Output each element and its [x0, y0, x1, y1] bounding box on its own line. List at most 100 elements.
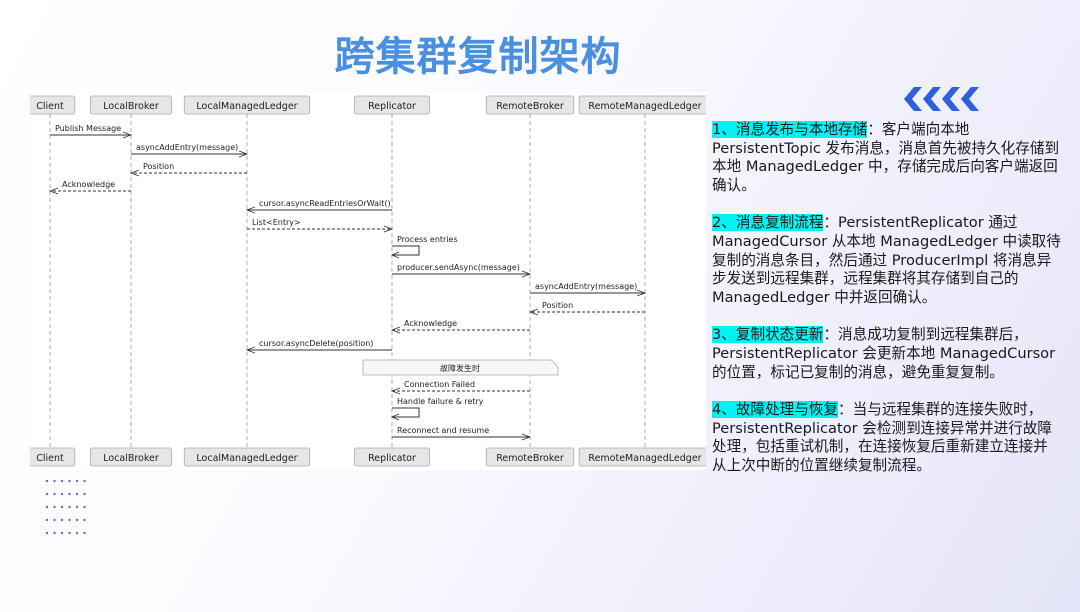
- message-label: asyncAddEntry(message): [535, 282, 637, 291]
- arrowhead: [122, 131, 133, 139]
- dot: [53, 492, 56, 496]
- point-heading: 2、消息复制流程: [712, 214, 824, 232]
- participant-footer: LocalManagedLedger: [196, 453, 297, 464]
- point-3: 3、复制状态更新：消息成功复制到远程集群后，PersistentReplicat…: [712, 326, 1062, 382]
- participant-box: [485, 95, 575, 115]
- participant-box: [354, 447, 430, 467]
- dot: [45, 505, 49, 509]
- participant-footer: Replicator: [368, 453, 416, 464]
- dot: [68, 492, 71, 496]
- message-label: cursor.asyncReadEntriesOrWait(): [259, 199, 391, 208]
- dot: [75, 479, 79, 483]
- dot: [60, 518, 64, 522]
- message-label: Publish Message: [55, 124, 121, 133]
- message-label: Position: [143, 162, 174, 171]
- participant-box: [354, 95, 430, 115]
- dot: [68, 505, 71, 509]
- arrowhead: [521, 433, 532, 441]
- message-label: Reconnect and resume: [397, 426, 489, 435]
- self-message-arrow: [392, 407, 420, 418]
- point-heading: 1、消息发布与本地存储: [712, 121, 868, 138]
- point-body: ：PersistentReplicator 通过 ManagedCursor 从…: [712, 214, 1061, 306]
- arrowhead: [383, 225, 394, 233]
- participant-box: [183, 447, 311, 467]
- message-label: Connection Failed: [404, 380, 475, 389]
- message-label: Acknowledge: [404, 319, 457, 328]
- message-label: producer.sendAsync(message): [397, 263, 520, 272]
- participant-footer: RemoteBroker: [496, 453, 564, 464]
- message-label: Process entries: [397, 235, 458, 244]
- arrowhead: [390, 387, 401, 395]
- dot: [45, 518, 49, 522]
- arrowhead: [528, 308, 539, 316]
- participant-header: RemoteBroker: [496, 101, 564, 112]
- dot: [75, 492, 79, 496]
- dot-grid-decoration: [44, 478, 94, 543]
- arrowhead: [245, 346, 256, 354]
- dot: [53, 518, 56, 522]
- description-panel: 1、消息发布与本地存储：客户端向本地 PersistentTopic 发布消息，…: [712, 121, 1062, 495]
- participant-box: [485, 447, 575, 467]
- dot: [83, 518, 86, 522]
- participant-header: LocalBroker: [103, 101, 159, 112]
- participant-header: RemoteManagedLedger: [588, 101, 701, 112]
- message-label: Position: [542, 301, 573, 310]
- arrowhead: [390, 413, 400, 421]
- participant-box: [89, 447, 173, 467]
- point-heading: 3、复制状态更新: [712, 326, 824, 344]
- message-label: cursor.asyncDelete(position): [259, 339, 373, 348]
- arrowhead: [390, 326, 401, 334]
- message-label: List<Entry>: [252, 218, 301, 227]
- self-message-arrow: [392, 245, 420, 256]
- arrowhead: [245, 206, 256, 214]
- point-body: ：当与远程集群的连接失败时，PersistentReplicator 会检测到连…: [712, 401, 1053, 474]
- dot: [45, 492, 49, 496]
- dot: [53, 531, 56, 535]
- participant-footer: RemoteManagedLedger: [588, 453, 701, 464]
- arrowhead: [48, 187, 59, 195]
- dot: [68, 531, 71, 535]
- point-2: 2、消息复制流程：PersistentReplicator 通过 Managed…: [712, 214, 1062, 307]
- point-body: ：客户端向本地 PersistentTopic 发布消息，消息首先被持久化存储到…: [712, 121, 1060, 194]
- dot: [75, 531, 79, 535]
- participant-box: [183, 95, 311, 115]
- message-label: Acknowledge: [62, 180, 115, 189]
- participant-box: [89, 95, 173, 115]
- dot: [83, 479, 86, 483]
- arrowhead: [390, 251, 400, 259]
- message-label: Handle failure & retry: [397, 397, 484, 406]
- dot: [68, 479, 71, 483]
- dot: [60, 479, 64, 483]
- point-body: ：消息成功复制到远程集群后，PersistentReplicator 会更新本地…: [712, 326, 1056, 381]
- dot: [53, 505, 56, 509]
- participant-header: LocalManagedLedger: [196, 101, 297, 112]
- dot: [45, 531, 49, 535]
- dot: [45, 479, 49, 483]
- dot: [68, 518, 71, 522]
- slide-title: 跨集群复制架构: [334, 34, 622, 80]
- point-4: 4、故障处理与恢复：当与远程集群的连接失败时，PersistentReplica…: [712, 401, 1062, 475]
- chevron-left-icon: [902, 85, 984, 118]
- message-label: asyncAddEntry(message): [136, 143, 238, 152]
- dot: [60, 505, 64, 509]
- dot: [83, 505, 86, 509]
- dot: [75, 518, 79, 522]
- dot: [60, 531, 64, 535]
- arrowhead: [521, 270, 532, 278]
- arrowhead: [636, 289, 647, 297]
- dot: [53, 479, 56, 483]
- dot: [83, 492, 86, 496]
- participant-header: Replicator: [368, 101, 416, 112]
- participant-footer: LocalBroker: [103, 453, 159, 464]
- dot: [75, 505, 79, 509]
- note-box: [362, 359, 559, 376]
- participant-header: Client: [36, 101, 64, 112]
- arrowhead: [238, 150, 249, 158]
- note-label: 故障发生时: [440, 363, 480, 373]
- participant-footer: Client: [36, 453, 64, 464]
- dot: [83, 531, 86, 535]
- point-1: 1、消息发布与本地存储：客户端向本地 PersistentTopic 发布消息，…: [712, 121, 1062, 195]
- arrowhead: [129, 169, 140, 177]
- dot: [60, 492, 64, 496]
